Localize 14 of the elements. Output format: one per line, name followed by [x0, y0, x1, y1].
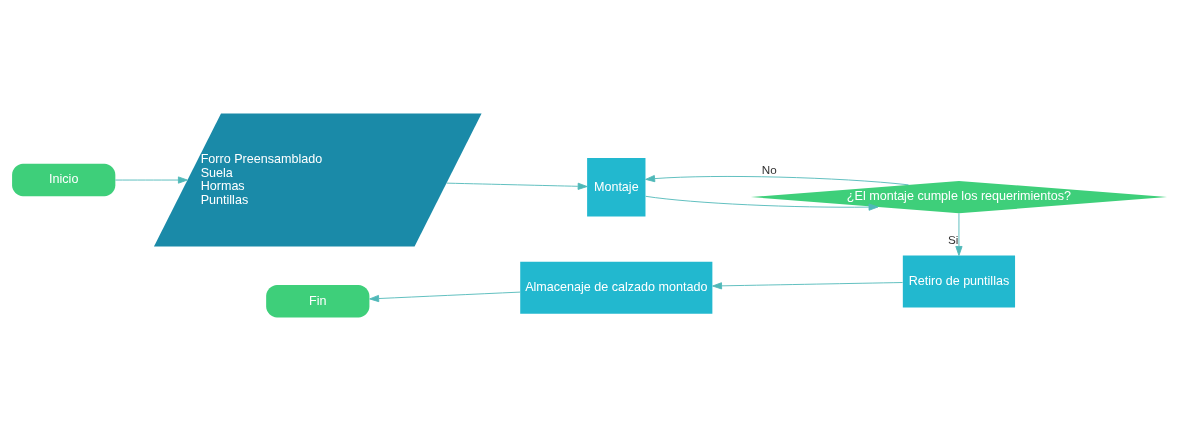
arrow: [369, 291, 521, 303]
arrow: [645, 175, 909, 186]
arrow: [645, 195, 879, 211]
arrow: [955, 212, 963, 256]
node-box: Retiro de puntillas: [902, 255, 1016, 308]
node-box: Montaje: [587, 158, 646, 217]
arrow: [446, 182, 588, 190]
arrow: [712, 282, 904, 290]
edge-label: Si: [947, 232, 959, 246]
node-box: Inicio: [12, 163, 116, 197]
arrow: [114, 176, 188, 184]
node-box: Almacenaje de calzado montado: [520, 261, 713, 314]
node-box: Fin: [266, 285, 370, 318]
edge-label: No: [761, 162, 777, 176]
